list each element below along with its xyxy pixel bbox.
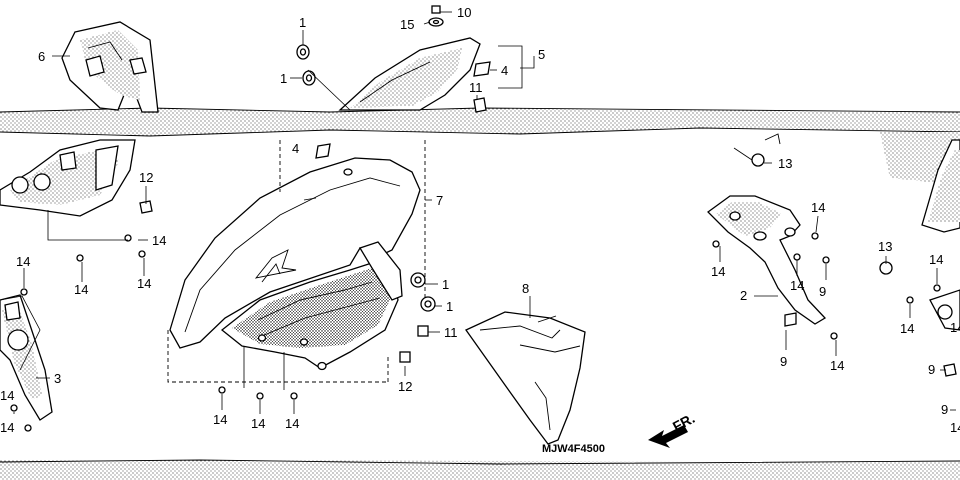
callout-14-n: 14 xyxy=(929,252,943,267)
callout-4-b: 4 xyxy=(501,63,508,78)
callout-11-a: 11 xyxy=(469,80,483,95)
callout-9-b: 9 xyxy=(780,354,787,369)
callout-11-b: 11 xyxy=(444,325,458,340)
callout-14-b: 14 xyxy=(74,282,88,297)
callout-6: 6 xyxy=(38,49,45,64)
callout-14-g: 14 xyxy=(251,416,265,431)
callout-9-c: 9 xyxy=(928,362,935,377)
callout-9-d: 9 xyxy=(941,402,948,417)
callout-1-b: 1 xyxy=(280,71,287,86)
leader-lines xyxy=(0,11,956,414)
callout-14-e: 14 xyxy=(0,420,14,435)
tray-part-5 xyxy=(338,37,491,113)
callout-9-a: 9 xyxy=(819,284,826,299)
callout-14-c: 14 xyxy=(137,276,151,291)
callout-14-d: 14 xyxy=(16,254,30,269)
diagram-code: MJW4F4500 xyxy=(542,443,605,455)
callout-14-m: 14 xyxy=(900,321,914,336)
callout-12-a: 12 xyxy=(139,170,153,185)
callout-10: 10 xyxy=(457,5,471,20)
callout-1-c: 1 xyxy=(442,277,449,292)
callout-3: 3 xyxy=(54,371,61,386)
arrow-icon xyxy=(648,425,688,448)
callout-14-k: 14 xyxy=(811,200,825,215)
callout-14-a: 14 xyxy=(152,233,166,248)
left-bracket-assembly xyxy=(0,139,153,217)
main-fairing-part-7 xyxy=(169,143,421,371)
bolt-parts-14 xyxy=(10,232,941,432)
callout-12-b: 12 xyxy=(398,379,412,394)
front-direction-arrow: FR. xyxy=(648,410,697,448)
callout-14-l: 14 xyxy=(830,358,844,373)
callout-14-j: 14 xyxy=(790,278,804,293)
callout-4-a: 4 xyxy=(292,141,299,156)
callout-8: 8 xyxy=(522,281,529,296)
bracket-part-2 xyxy=(707,133,827,327)
callout-2: 2 xyxy=(740,288,747,303)
callout-14-p: 14 xyxy=(0,388,14,403)
callout-15: 15 xyxy=(400,17,414,32)
callout-1-a: 1 xyxy=(299,15,306,30)
callout-14-h: 14 xyxy=(285,416,299,431)
group-bracket-7 xyxy=(167,140,426,383)
callout-14-o: 14 xyxy=(950,420,960,435)
side-cowl-part-8 xyxy=(465,311,586,445)
callout-labels: 1 1 1 1 2 3 4 4 5 6 7 8 9 9 9 9 10 11 11… xyxy=(0,5,960,435)
right-edge-parts xyxy=(879,139,960,377)
callout-5: 5 xyxy=(538,47,545,62)
callout-1-d: 1 xyxy=(446,299,453,314)
callout-13-a: 13 xyxy=(778,156,792,171)
callout-7: 7 xyxy=(436,193,443,208)
callout-14-i: 14 xyxy=(711,264,725,279)
panel-part-6 xyxy=(61,21,159,113)
callout-14-q: 14 xyxy=(950,320,960,335)
background-band xyxy=(0,107,960,480)
callout-14-f: 14 xyxy=(213,412,227,427)
callout-13-b: 13 xyxy=(878,239,892,254)
washer-parts xyxy=(428,5,444,27)
